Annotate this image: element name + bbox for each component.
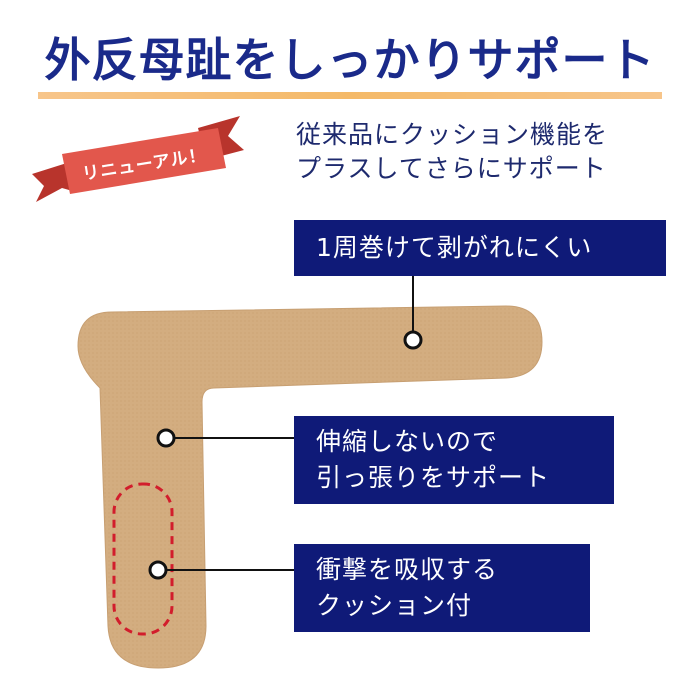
callout-3-line-2: クッション付	[316, 591, 473, 620]
callout-cushion: 衝撃を吸収する クッション付	[294, 544, 590, 632]
callout-3-line-1: 衝撃を吸収する	[316, 555, 499, 584]
subtitle-line-2: プラスしてさらにサポート	[296, 154, 607, 183]
callout-2-line-1: 伸縮しないので	[316, 427, 499, 456]
cushion-outline	[112, 482, 174, 636]
leader-dot-2	[156, 428, 176, 448]
headline-underline	[38, 92, 662, 99]
renewal-ribbon	[32, 116, 244, 202]
callout-2-line-2: 引っ張りをサポート	[316, 463, 551, 492]
callout-non-stretch: 伸縮しないので 引っ張りをサポート	[294, 416, 614, 504]
leader-dot-1	[403, 330, 423, 350]
tape-shape	[77, 305, 543, 669]
callout-wrap-around: 1周巻けて剥がれにくい	[294, 220, 666, 276]
leader-dot-3	[148, 560, 168, 580]
subtitle: 従来品にクッション機能を プラスしてさらにサポート	[296, 118, 676, 186]
callout-1-line-1: 1周巻けて剥がれにくい	[316, 233, 593, 262]
headline-title: 外反母趾をしっかりサポート	[44, 33, 656, 87]
subtitle-line-1: 従来品にクッション機能を	[296, 120, 609, 149]
